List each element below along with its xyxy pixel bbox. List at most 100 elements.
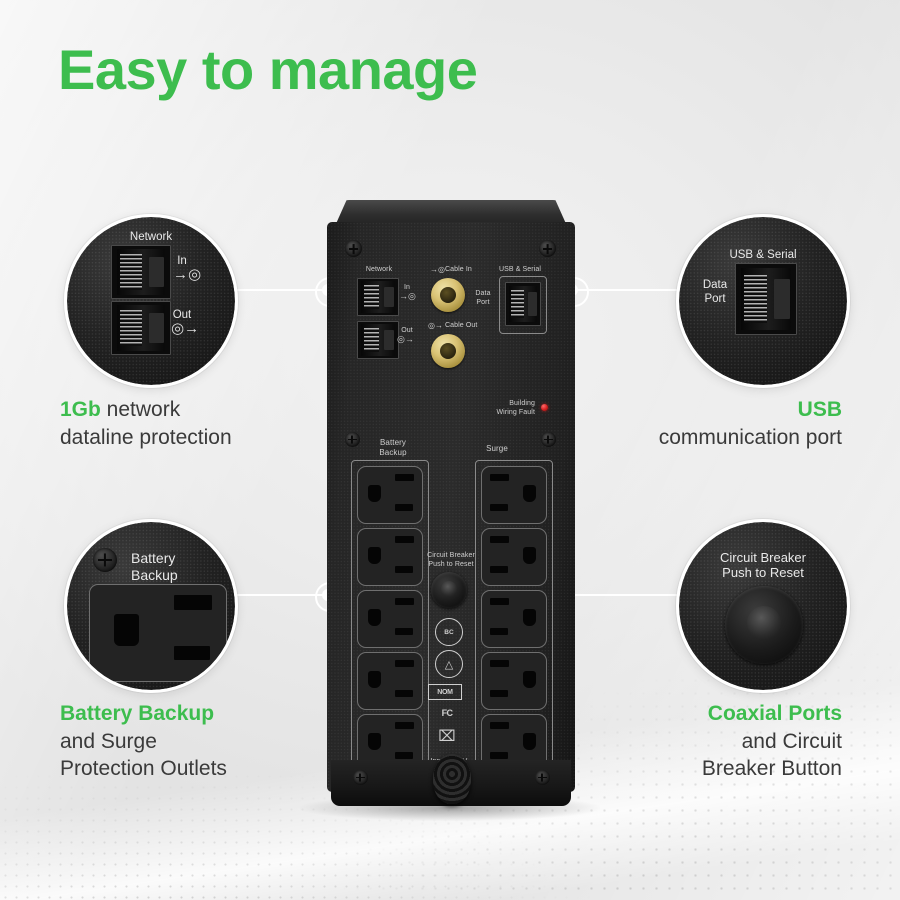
fcc-mark-text: FC [441,708,453,718]
bc-mark-text: BC [444,628,454,636]
outlet-slot-right [395,565,414,573]
screw-head [539,240,556,257]
outlet-slot-right [489,565,508,573]
callout-coax-line1: Coaxial Ports [702,700,842,728]
outlet-ground-pin [368,732,382,750]
arrow-out-of-circle-icon: ◎→ [428,321,443,330]
leader-line-battery [232,594,328,596]
magnifier-network-out-label: Out [172,309,192,321]
rj45-jack-in [111,245,171,299]
nom-mark-icon: NOM [428,684,462,700]
magnifier-battery-title: Battery Backup [131,550,178,583]
screw-head [93,548,117,572]
callout-network-line2: dataline protection [60,425,232,449]
magnifier-network-title: Network [129,231,173,243]
magnifier-breaker-title: Circuit Breaker Push to Reset [720,550,806,581]
device-usb-serial-label: USB & Serial [498,266,542,273]
device-bottom-edge [331,754,571,806]
screw-head [353,770,368,785]
screw-head [541,432,556,447]
building-wiring-fault-led [541,404,548,411]
rj45-pins [363,327,379,353]
outlet-slot-right [489,689,508,697]
circuit-breaker-button[interactable] [725,586,803,664]
outlet-ground-pin [522,732,536,750]
callout-usb-line1: USB [659,396,842,424]
outlet-slot-right [174,646,210,660]
leader-line-usb [572,289,678,291]
rj45-pins [120,310,143,346]
outlet-socket [357,466,423,524]
magnifier-usb-title: USB & Serial [729,249,797,261]
callout-network-rest: network [100,398,181,421]
coax-connector-out [431,334,465,368]
callout-battery-line3: Protection Outlets [60,757,227,781]
callout-battery-backup: Battery Backup and Surge Protection Outl… [60,700,227,783]
outlet-ground-pin [522,608,536,626]
outlet-ground-pin [114,613,139,647]
outlet-slot-left [395,659,415,667]
fcc-mark-icon: FC [433,706,461,720]
outlet-ground-pin [522,670,536,688]
screw-head [345,432,360,447]
callout-battery-line2: and Surge [60,729,157,753]
device-out-label: Out [401,327,413,334]
magnifier-network-ports: Network In →◎ Out ◎→ [64,214,238,388]
rj45-latch [149,313,165,343]
outlet-slot-right [489,503,508,511]
ul-mark-text: △ [444,658,454,671]
arrow-into-circle-icon: →◎ [173,266,202,283]
outlet-slot-right [395,627,414,635]
screw-head [535,770,550,785]
rj45-latch [527,292,537,316]
weee-mark-text: ⌧ [438,728,456,745]
outlet-slot-left [489,473,509,481]
outlet-ground-pin [368,608,382,626]
outlet-socket [481,466,547,524]
outlet-slot-right [489,751,508,759]
rj45-latch [383,286,394,308]
power-cord-grommet [433,754,471,804]
coax-connector-in [431,278,465,312]
outlet-socket [89,584,227,682]
device-circuit-breaker-button[interactable] [431,572,467,608]
device-top-bevel [335,200,567,226]
arrow-into-circle-icon: →◎ [399,291,416,301]
outlet-slot-left [395,597,415,605]
weee-bin-icon: ⌧ [433,726,461,746]
callout-network-line1: 1Gb network [60,396,232,424]
callout-usb-line2: communication port [658,425,842,449]
device-data-port-jack [505,282,541,326]
outlet-ground-pin [368,670,382,688]
outlet-socket [481,652,547,710]
rj45-jack-out [111,301,171,355]
outlet-slot-right [395,751,414,759]
device-in-label: In [403,284,411,291]
outlet-slot-right [489,627,508,635]
outlet-slot-left [174,594,213,610]
magnifier-usb-serial-port: USB & Serial Data Port [676,214,850,388]
nom-mark-text: NOM [437,688,453,696]
device-rj45-out [357,321,399,359]
device-network-label: Network [365,266,393,273]
rj45-pins [744,275,768,323]
rj45-pins [363,284,379,310]
outlet-slot-left [489,535,509,543]
callout-battery-line1: Battery Backup [60,700,227,728]
outlet-slot-right [395,689,414,697]
callout-coax-line3: Breaker Button [701,757,842,781]
circuit-breaker-button-core [747,606,781,640]
coax-center-pin [439,286,457,304]
outlet-slot-left [489,659,509,667]
rj45-pins [120,254,143,290]
rj45-latch [149,257,165,287]
callout-coax-line2: and Circuit [741,729,842,753]
callout-battery-highlight: Battery Backup [60,702,215,725]
device-rj45-in [357,278,399,316]
magnifier-network-in-label: In [177,255,187,267]
ups-device: Network In →◎ Out ◎→ →◎ Cable In ◎→ [327,200,575,812]
outlet-socket [357,652,423,710]
outlet-slot-left [395,535,415,543]
device-circuit-breaker-core [441,581,457,597]
callout-usb: USB communication port [659,396,842,451]
